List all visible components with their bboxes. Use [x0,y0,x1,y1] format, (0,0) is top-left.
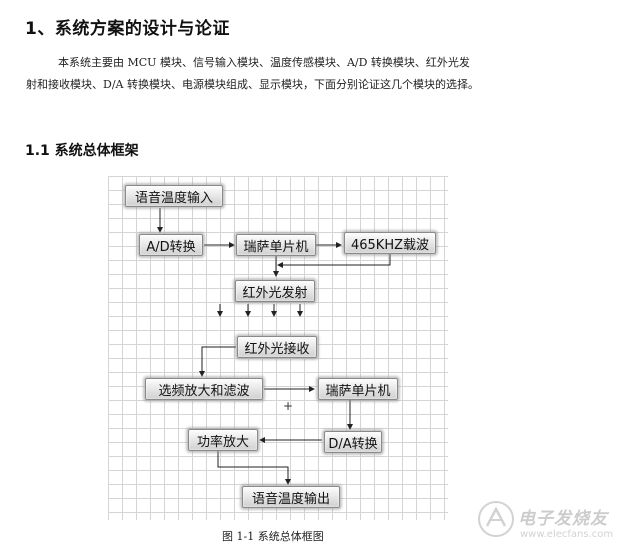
cross-mark: + [283,399,294,413]
node-voice-output: 语音温度输出 [242,486,340,508]
edge-carrier-to-ir [277,254,391,268]
elecfans-logo-icon [478,501,514,537]
paragraph-line-2: 射和接收模块、D/A 转换模块、电源模块组成、显示模块，下面分别论证这几个模块的… [26,78,479,91]
intro-paragraph: 本系统主要由 MCU 模块、信号输入模块、温度传感模块、A/D 转换模块、红外光… [26,52,596,96]
watermark-text: 电子发烧友 [518,509,608,529]
node-da-convert: D/A转换 [324,431,382,453]
edge-receive-to-filter [199,346,236,377]
edge-amp-to-output [217,451,291,485]
node-power-amp: 功率放大 [188,429,258,451]
node-carrier: 465KHZ载波 [344,232,436,254]
watermark: 电子发烧友 www.elecfans.com [478,496,616,548]
node-voice-input: 语音温度输入 [125,185,223,207]
node-ir-transmit: 红外光发射 [235,280,315,302]
node-mcu-top: 瑞萨单片机 [236,234,316,256]
section-title: 1、系统方案的设计与论证 [25,19,230,39]
node-ir-receive: 红外光接收 [237,336,317,358]
watermark-url: www.elecfans.com [520,529,614,540]
block-diagram: 语音温度输入 A/D转换 瑞萨单片机 465KHZ载波 红外光发射 红外光接收 … [108,176,448,520]
paragraph-line-1: 本系统主要由 MCU 模块、信号输入模块、温度传感模块、A/D 转换模块、红外光… [26,52,596,74]
diagram-connectors [157,208,391,485]
subsection-title: 1.1 系统总体框架 [25,143,139,159]
figure-caption: 图 1-1 系统总体框图 [222,530,324,543]
node-mcu-bottom: 瑞萨单片机 [318,378,398,400]
node-filter-amp: 选频放大和滤波 [145,378,263,400]
node-ad-convert: A/D转换 [139,234,203,256]
paragraph-line-1-text: 本系统主要由 MCU 模块、信号输入模块、温度传感模块、A/D 转换模块、红外光… [58,56,470,69]
